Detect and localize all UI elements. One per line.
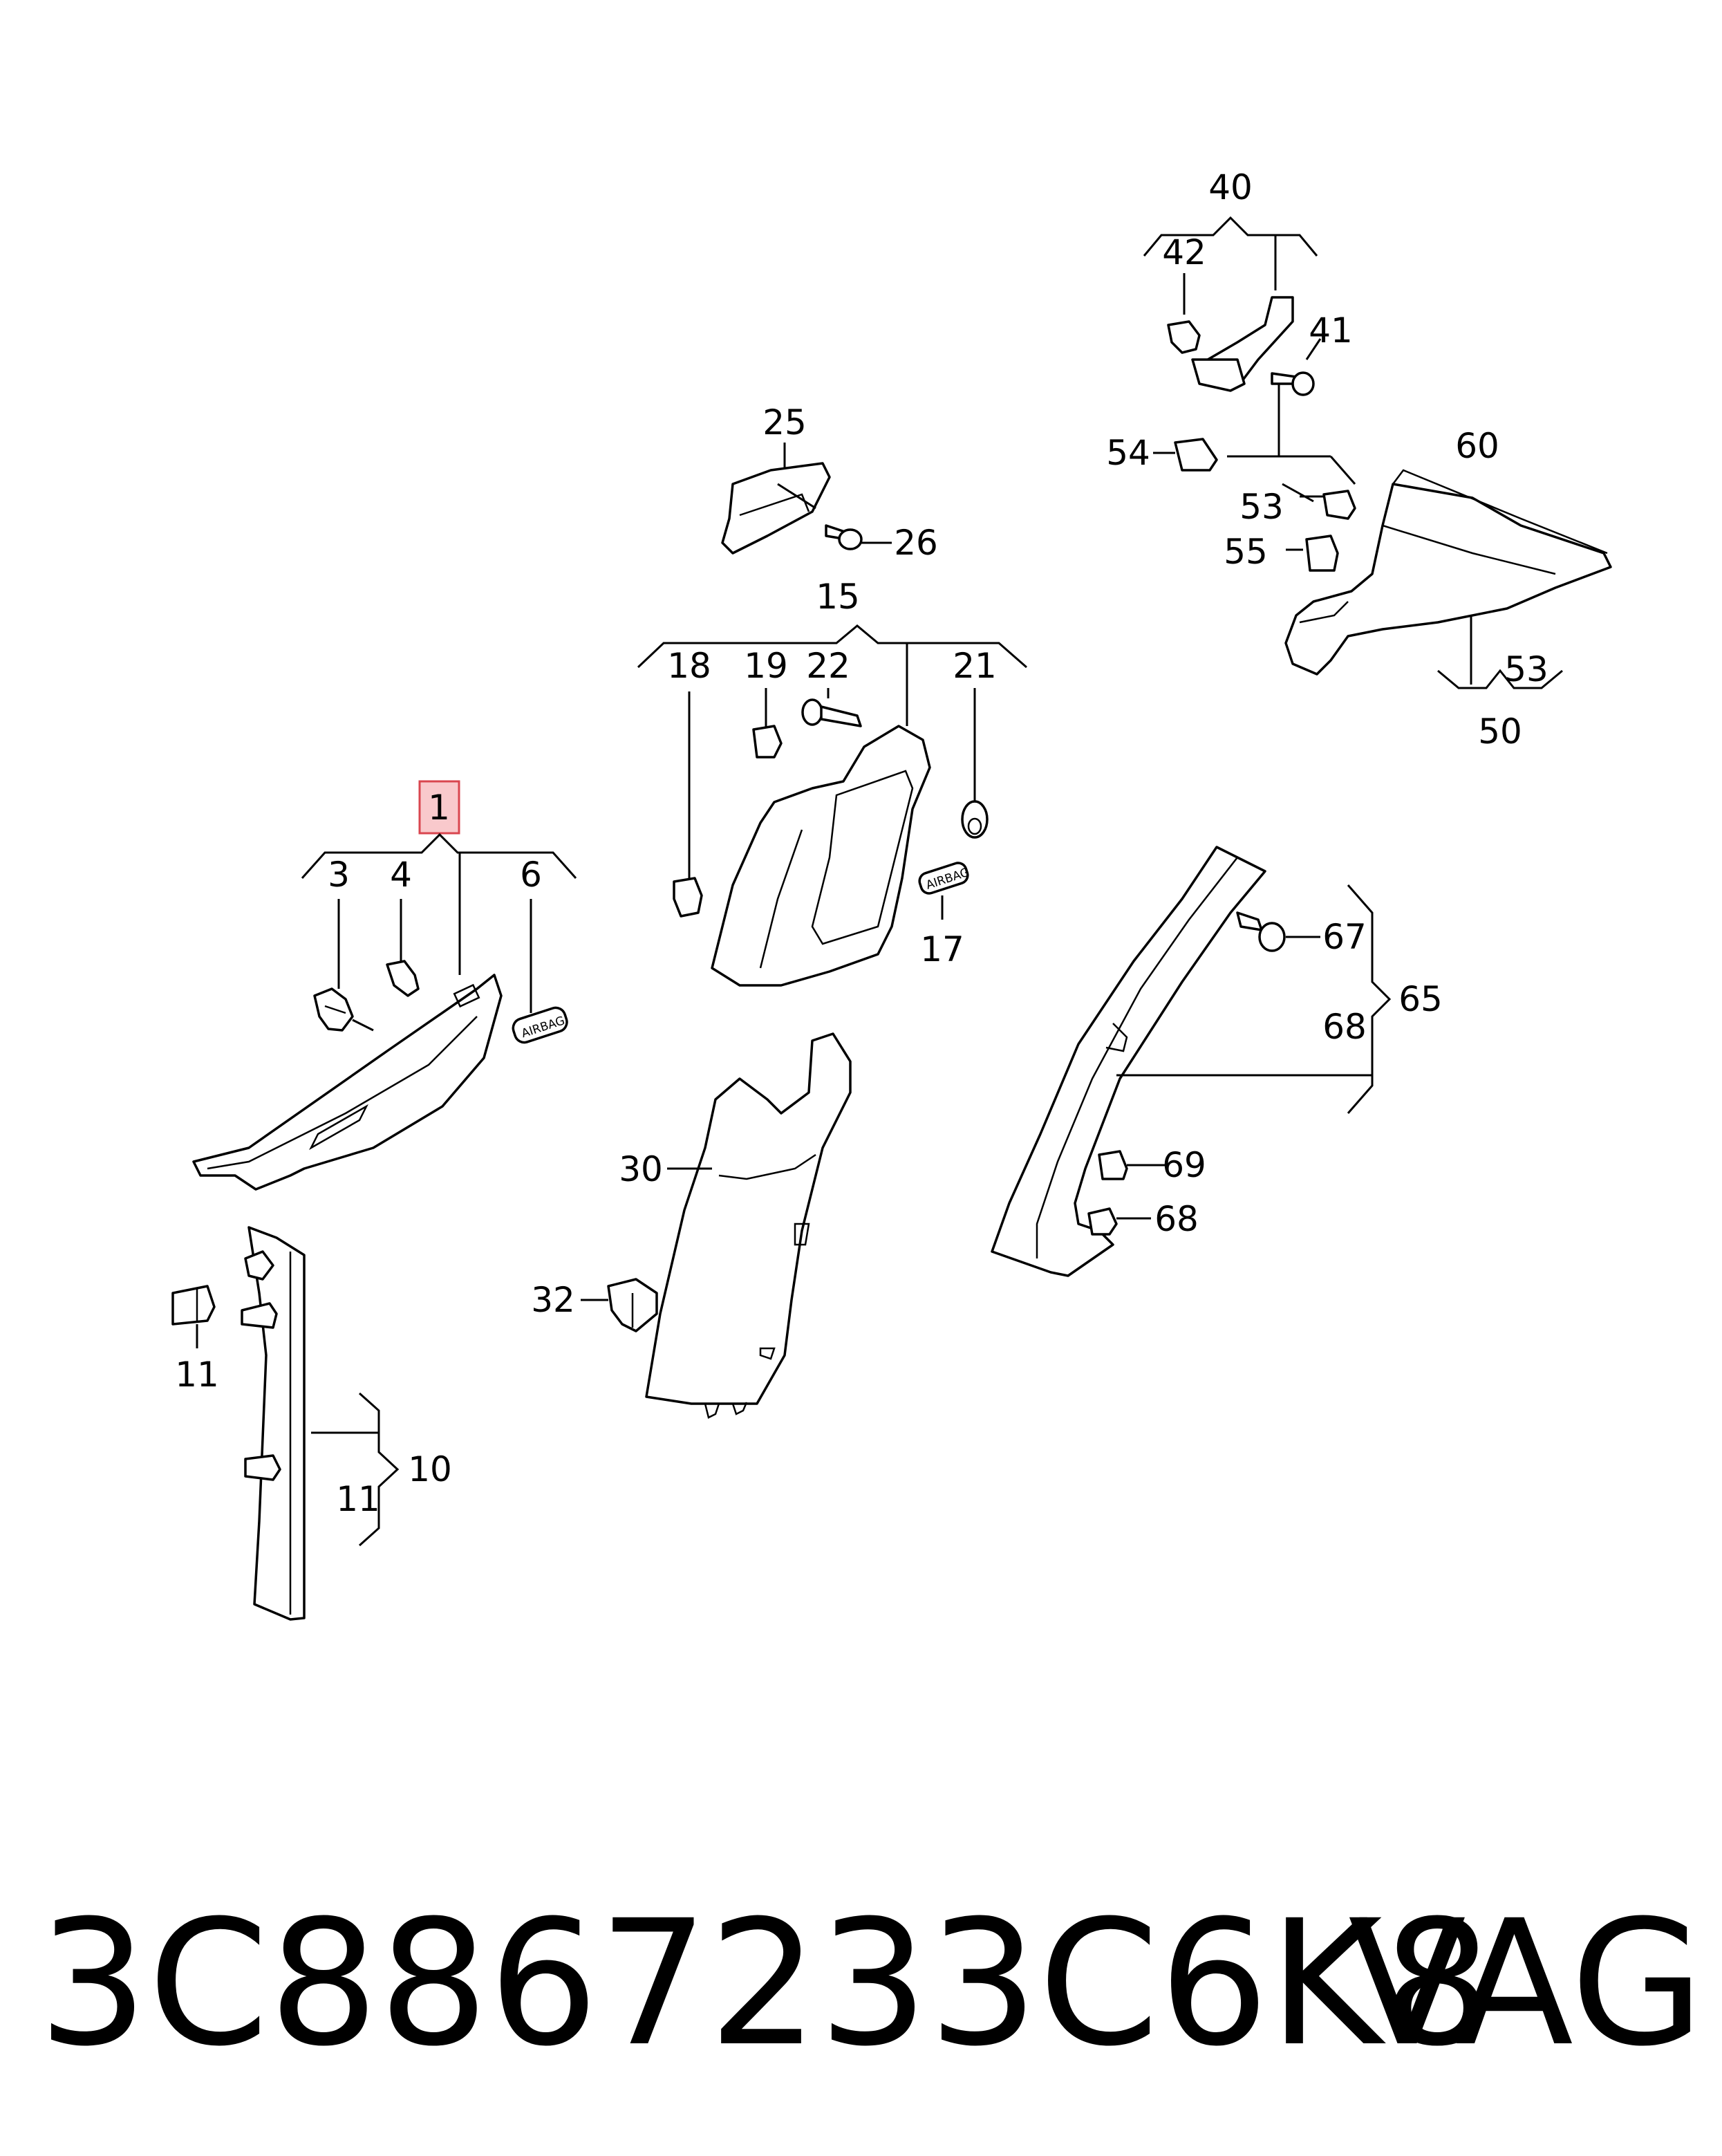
part-group-30 <box>581 1032 852 1419</box>
clip-69-shape <box>1098 1150 1128 1180</box>
callout-22[interactable]: 22 <box>806 646 850 686</box>
callout-4[interactable]: 4 <box>390 855 412 895</box>
clip-19-shape <box>752 725 783 759</box>
callout-41[interactable]: 41 <box>1309 310 1353 351</box>
callout-1[interactable]: 1 <box>428 788 450 828</box>
footer: 3C8867233C6K8 VAG <box>38 1883 1704 2084</box>
callout-15[interactable]: 15 <box>816 577 860 617</box>
callout-53-upper[interactable]: 53 <box>1239 487 1284 527</box>
callout-3[interactable]: 3 <box>328 855 350 895</box>
screw-26-shape <box>825 524 863 550</box>
callout-32[interactable]: 32 <box>531 1280 575 1320</box>
clip-54-shape <box>1174 438 1218 472</box>
clip-32-shape <box>607 1278 658 1332</box>
airbag-badge-6: AIRBAG <box>512 1006 568 1044</box>
screw-22-shape <box>801 698 862 727</box>
c-pillar-trim-shape <box>1284 483 1612 676</box>
part-group-15: AIRBAG <box>637 624 1027 987</box>
part-group-65 <box>991 846 1392 1277</box>
clip-11-shape <box>171 1285 216 1326</box>
callout-53-lower[interactable]: 53 <box>1504 649 1548 689</box>
callout-65[interactable]: 65 <box>1398 979 1443 1019</box>
callout-50[interactable]: 50 <box>1478 712 1522 752</box>
callout-60[interactable]: 60 <box>1455 426 1499 466</box>
callout-26[interactable]: 26 <box>894 523 938 563</box>
callout-54[interactable]: 54 <box>1106 433 1150 473</box>
callout-42[interactable]: 42 <box>1162 232 1206 272</box>
callout-30[interactable]: 30 <box>619 1149 663 1189</box>
callout-18[interactable]: 18 <box>667 646 711 686</box>
callout-69[interactable]: 69 <box>1162 1145 1206 1185</box>
pillar-trim-65-shape <box>991 846 1266 1277</box>
a-pillar-trim-shape <box>192 974 503 1191</box>
clip-68-shape <box>1087 1207 1118 1236</box>
pillar-strip-10-shape <box>247 1226 306 1621</box>
callout-40[interactable]: 40 <box>1208 167 1253 207</box>
callout-19[interactable]: 19 <box>744 646 788 686</box>
clip-67-shape <box>1236 911 1286 952</box>
part-group-40 <box>1143 216 1612 689</box>
clip-18-shape <box>673 877 703 918</box>
b-pillar-upper-trim-shape <box>711 725 931 987</box>
callout-68-lower[interactable]: 68 <box>1154 1199 1199 1239</box>
callout-55[interactable]: 55 <box>1224 532 1268 572</box>
callout-1-highlight <box>418 780 460 835</box>
clip-4-shape <box>386 960 420 997</box>
part-group-1: AIRBAG <box>192 780 577 1191</box>
callout-labels: 1 3 4 6 10 11 11 15 17 18 19 21 22 25 26… <box>175 167 1548 1519</box>
callout-11-lower[interactable]: 11 <box>336 1479 380 1519</box>
cap-21-shape <box>961 800 989 839</box>
callout-10[interactable]: 10 <box>408 1449 452 1489</box>
bracket-25-shape <box>721 462 831 555</box>
brand-label: VAG <box>1348 1883 1704 2084</box>
callout-25[interactable]: 25 <box>762 402 807 443</box>
clip-55-shape <box>1305 535 1339 572</box>
clip-3-shape <box>313 987 354 1032</box>
airbag-badge-17: AIRBAG <box>918 862 971 895</box>
callout-68-upper[interactable]: 68 <box>1322 1007 1367 1047</box>
part-group-10 <box>171 1226 400 1621</box>
callout-6[interactable]: 6 <box>520 855 542 895</box>
b-pillar-lower-trim-shape <box>645 1032 852 1405</box>
screw-41-shape <box>1271 371 1315 396</box>
callout-11-upper[interactable]: 11 <box>175 1355 219 1395</box>
clip-53-shape <box>1322 490 1356 520</box>
part-group-25 <box>721 443 892 555</box>
callout-67[interactable]: 67 <box>1322 917 1367 957</box>
callout-21[interactable]: 21 <box>953 646 997 686</box>
part-number: 3C8867233C6K8 <box>38 1883 1492 2084</box>
callout-17[interactable]: 17 <box>920 929 964 969</box>
